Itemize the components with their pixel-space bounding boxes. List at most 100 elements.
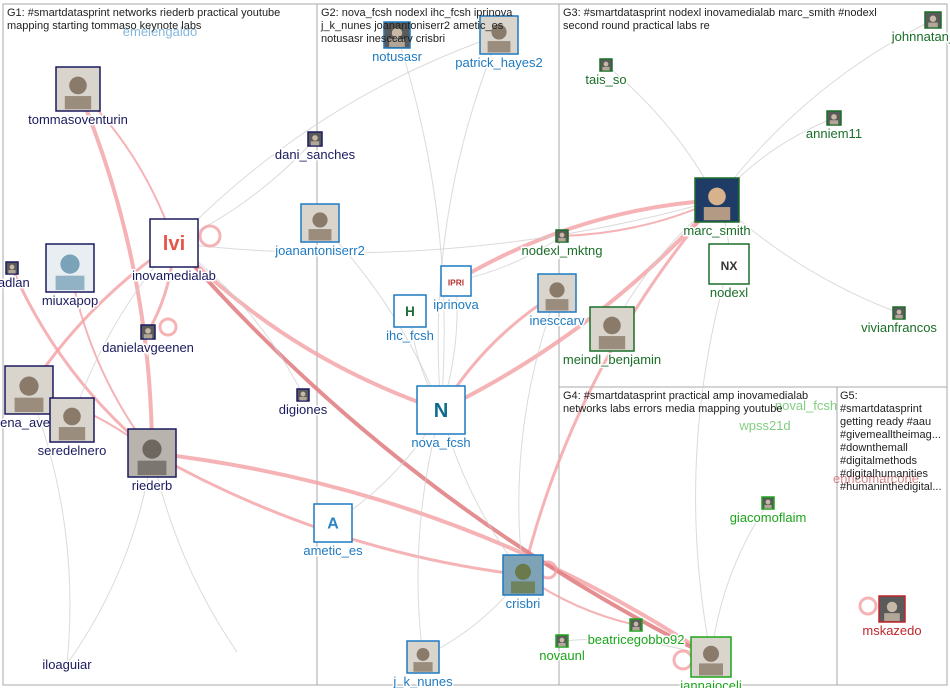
photo-figure <box>9 264 15 270</box>
node-label: jannajoceli <box>679 678 742 688</box>
node-label: notusasr <box>372 49 423 64</box>
photo-figure <box>300 391 306 397</box>
node-mskazedo[interactable]: mskazedo <box>861 595 923 640</box>
lvi-logo-icon <box>149 218 199 268</box>
photo-figure-body <box>55 275 85 291</box>
node-tais_so[interactable]: tais_so <box>584 58 628 89</box>
overlap-label-0: emelengaldo <box>123 24 197 39</box>
node-joanantoniserr2[interactable]: joanantoniserr2 <box>273 203 366 260</box>
node-marc_smith[interactable]: marc_smith <box>682 177 752 240</box>
photo-figure-body <box>58 427 86 441</box>
node-digiones[interactable]: digiones <box>277 388 329 419</box>
node-notusasr[interactable]: notusasr <box>371 21 424 66</box>
node-label: giacomoflaim <box>730 510 807 525</box>
edge-patrick_hayes2-to-inovamedialab <box>173 34 500 244</box>
overlap-label-1: noval_fcsh <box>775 398 837 413</box>
node-label: tommasoventurin <box>28 112 128 127</box>
node-crisbri[interactable]: crisbri <box>502 554 544 613</box>
node-beatricegobbo92[interactable]: beatricegobbo92 <box>586 618 686 649</box>
photo-figure-body <box>413 662 433 672</box>
node-inesccarv[interactable]: inesccarv <box>528 273 586 330</box>
node-seredelnero[interactable]: seredelnero <box>36 397 108 460</box>
self-loop-mskazedo <box>858 596 878 616</box>
photo-figure-body <box>699 663 723 676</box>
photo-figure-body <box>8 269 16 274</box>
node-giacomoflaim[interactable]: giacomoflaim <box>728 496 808 527</box>
edge-joanantoniserr2-to-nova_fcsh <box>319 222 442 411</box>
group-title-g2: G2: nova_fcsh nodexl ihc_fcsh iprinova j… <box>320 7 515 45</box>
nodexl-logo-icon <box>708 243 750 285</box>
photo-figure-body <box>884 613 900 621</box>
photo-figure <box>19 376 39 396</box>
overlap-labels-layer: emelengaldonoval_fcshwpss21denricomarcon… <box>123 24 919 486</box>
node-riederb[interactable]: riederb <box>127 428 177 495</box>
photo-figure-body <box>632 626 640 631</box>
node-label: dani_sanches <box>275 147 356 162</box>
photo-figure <box>312 212 328 228</box>
node-label: marc_smith <box>683 223 750 238</box>
node-label: ametic_es <box>303 543 363 558</box>
photo-figure <box>60 254 80 274</box>
node-johnnatan_me[interactable]: johnnatan_me <box>889 11 950 46</box>
nodexl-logo-glyph: NX <box>721 259 738 273</box>
photo-figure-body <box>558 642 566 647</box>
node-label: anniem11 <box>806 126 862 141</box>
node-jannajoceli[interactable]: jannajoceli <box>678 636 743 688</box>
node-label: fadlan <box>0 275 30 290</box>
node-meindl_benjamin[interactable]: meindl_benjamin <box>561 306 663 369</box>
edge-empuliittus-to-riederb <box>150 452 238 653</box>
node-fadlan[interactable]: fadlan <box>0 261 31 292</box>
node-label: inesccarv <box>530 313 585 328</box>
node-label: nodexl <box>710 285 748 300</box>
node-dani_sanches[interactable]: dani_sanches <box>273 131 357 164</box>
node-nodexl_mktng[interactable]: nodexl_mktng <box>520 229 604 260</box>
edge-iloaguiar-to-riederb <box>66 452 155 665</box>
photo-figure-body <box>598 336 626 350</box>
photo-figure <box>559 232 565 238</box>
group-title-g3: G3: #smartdatasprint nodexl inovamediala… <box>563 7 880 32</box>
node-label: nodexl_mktng <box>522 243 603 258</box>
photo-figure <box>69 76 87 95</box>
node-patrick_hayes2[interactable]: patrick_hayes2 <box>454 15 544 72</box>
node-label: iloaguiar <box>42 657 92 672</box>
node-tommasoventurin[interactable]: tommasoventurin <box>27 66 129 129</box>
photo-figure-body <box>64 96 92 110</box>
node-iloaguiar[interactable]: iloaguiar <box>41 656 94 674</box>
node-label: nova_fcsh <box>411 435 470 450</box>
edge-inesccarv-to-crisbri <box>518 292 558 576</box>
node-label: ihc_fcsh <box>386 328 434 343</box>
photo-figure-body <box>137 460 167 476</box>
node-nodexl[interactable]: NX nodexl <box>708 243 750 302</box>
node-miuxapop[interactable]: miuxapop <box>40 243 100 310</box>
photo-figure-body <box>895 314 903 319</box>
node-j_k_nunes[interactable]: j_k_nunes <box>391 640 455 688</box>
ihc-logo-icon <box>393 294 427 328</box>
node-label: j_k_nunes <box>392 674 453 688</box>
node-label: joanantoniserr2 <box>274 243 365 258</box>
group-box-g5 <box>836 386 948 686</box>
ametic-logo-icon <box>313 503 353 543</box>
edge-inovamedialab-to-nova_fcsh <box>172 241 443 414</box>
ipri-logo-icon <box>440 265 472 297</box>
node-novaunl[interactable]: novaunl <box>538 634 586 665</box>
photo-figure <box>765 499 771 505</box>
edge-j_k_nunes-to-nova_fcsh <box>417 409 443 658</box>
photo-figure-body <box>928 22 938 28</box>
photo-figure-body <box>764 504 772 509</box>
ametic-logo-glyph: A <box>327 516 339 533</box>
group-title-g4: G4: #smartdatasprint practical amp inova… <box>563 390 811 415</box>
node-vivianfrancos[interactable]: vivianfrancos <box>860 306 939 337</box>
node-danielavgeenen[interactable]: danielavgeenen <box>101 324 195 357</box>
photo-figure-body <box>389 39 405 47</box>
node-anniem11[interactable]: anniem11 <box>804 110 864 143</box>
photo-figure <box>63 407 81 426</box>
edge-patrick_hayes2-to-nova_fcsh <box>437 34 500 411</box>
photo-figure <box>603 316 621 335</box>
lvi-logo-glyph: lvi <box>163 233 185 255</box>
group-title-g1: G1: #smartdatasprint networks riederb pr… <box>7 7 283 32</box>
